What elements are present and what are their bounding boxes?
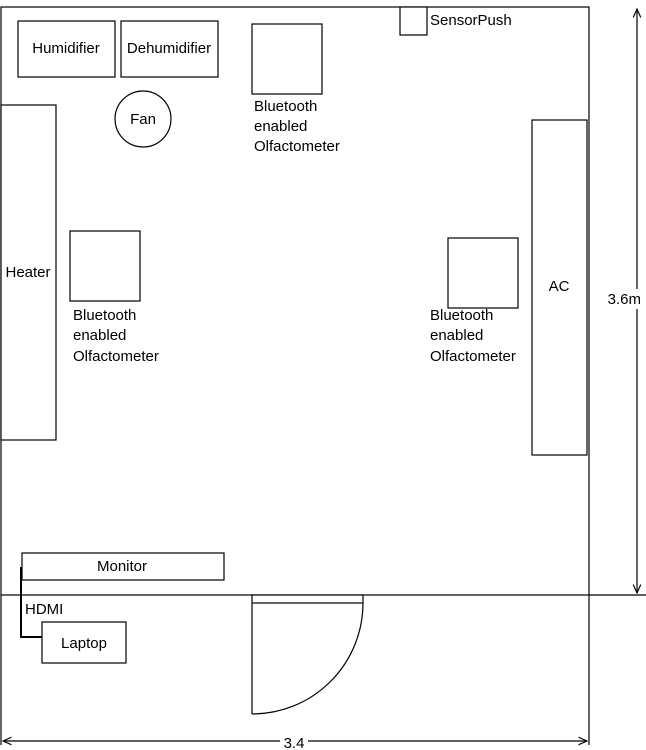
humidifier-label: Humidifier (32, 40, 100, 57)
olfactometer-top-line2: enabled (254, 118, 307, 135)
olfactometer-top-line1: Bluetooth (254, 98, 317, 115)
ac-box: AC (531, 119, 588, 456)
fan-label: Fan (130, 111, 156, 128)
sensorpush-label: SensorPush (430, 12, 512, 29)
monitor-box: Monitor (21, 552, 225, 581)
olfactometer-right-line2: enabled (430, 327, 483, 344)
door-swing (251, 594, 364, 715)
heater-label: Heater (5, 264, 50, 281)
width-dimension-label: 3.4 (284, 735, 305, 750)
lower-area (0, 594, 646, 745)
sensorpush: SensorPush (399, 6, 512, 36)
olfactometer-left-line3: Olfactometer (73, 348, 159, 365)
heater-box: Heater (0, 104, 57, 441)
monitor-label: Monitor (97, 558, 147, 575)
olfactometer-left-line1: Bluetooth (73, 307, 136, 324)
humidifier-box: Humidifier (17, 20, 116, 78)
height-dimension: 3.6m (603, 9, 643, 593)
olfactometer-top: Bluetooth enabled Olfactometer (251, 23, 340, 155)
height-dimension-label: 3.6m (608, 291, 641, 308)
olfactometer-right-line3: Olfactometer (430, 348, 516, 365)
laptop-box: Laptop (41, 621, 127, 664)
olfactometer-left-line2: enabled (73, 327, 126, 344)
hdmi-label: HDMI (25, 601, 63, 618)
olfactometer-top-line3: Olfactometer (254, 138, 340, 155)
olfactometer-right: Bluetooth enabled Olfactometer (430, 237, 519, 365)
hdmi-cable: HDMI (20, 567, 63, 638)
dehumidifier-box: Dehumidifier (120, 20, 219, 78)
width-dimension: 3.4 (3, 733, 587, 750)
laptop-label: Laptop (61, 635, 107, 652)
olfactometer-left: Bluetooth enabled Olfactometer (69, 230, 159, 365)
ac-label: AC (549, 278, 570, 295)
fan-circle: Fan (114, 90, 172, 148)
dehumidifier-label: Dehumidifier (127, 40, 211, 57)
olfactometer-right-line1: Bluetooth (430, 307, 493, 324)
